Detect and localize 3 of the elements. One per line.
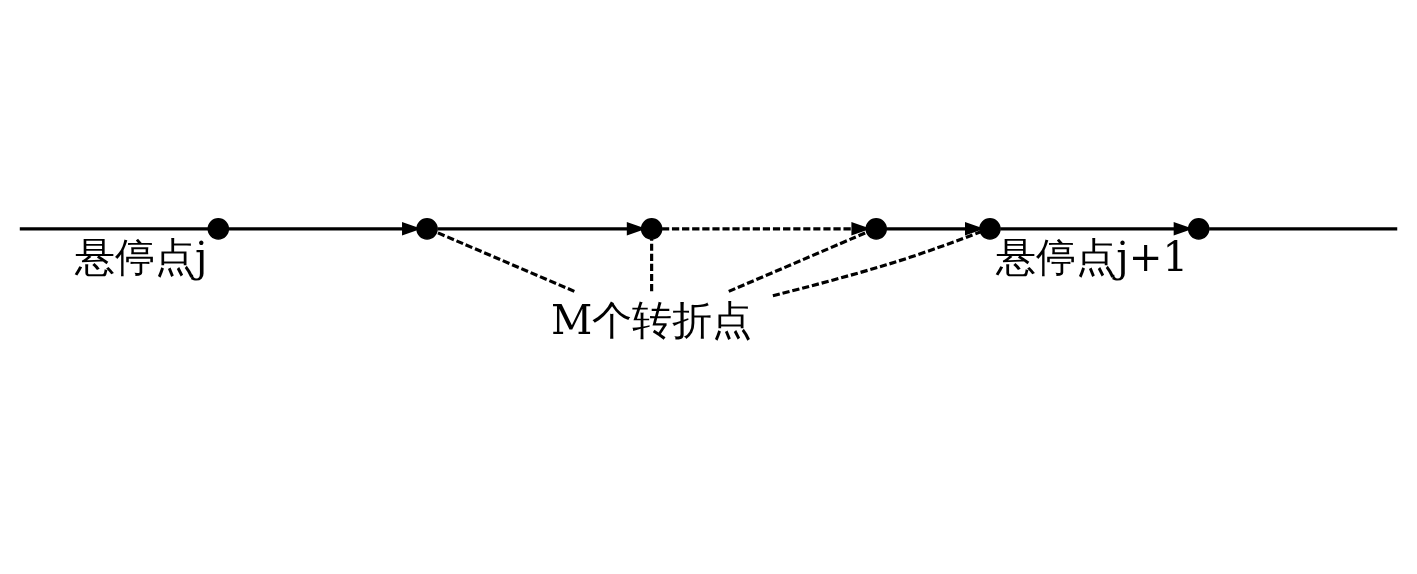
- node-label: 悬停点j: [75, 233, 208, 281]
- node-text: M个转折点: [551, 296, 753, 344]
- node-label: 悬停点j+1: [996, 233, 1189, 281]
